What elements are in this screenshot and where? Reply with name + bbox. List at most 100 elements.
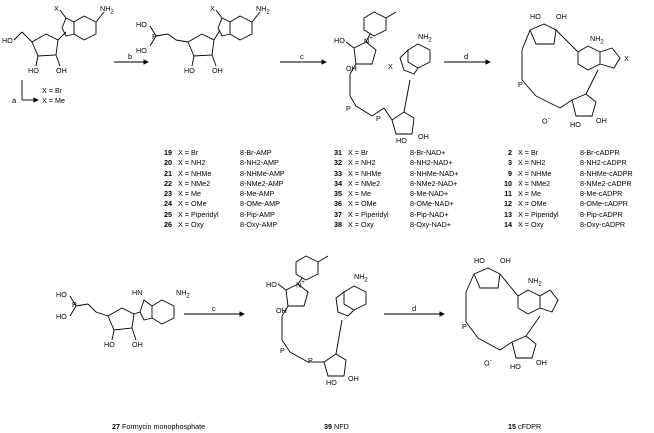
atom-x-nad: X [388,62,393,71]
compound-number: 21 [164,168,172,178]
compound-name: 8-OMe-AMP [240,199,280,209]
compound-name: 8-Br-AMP [240,148,272,157]
compound-name: 8-Me-NAD+ [410,189,449,199]
compound-number: 25 [164,209,172,219]
substituent: X = NMe2 [518,178,551,188]
structure-nad [345,11,431,135]
atom-nh2-cadpr: NH2 [590,34,604,46]
compound-name: 8-NMe2-NAD+ [410,178,458,188]
atom-nplus-nfd: N+ [296,280,305,290]
substituent: X = Br [348,148,369,157]
atom-oh-cadpr: OH [556,12,567,21]
atom-ho-adenosine: HO [2,36,13,45]
compound-number: 36 [334,199,342,209]
substituent: X = Me [178,189,201,199]
structure-formycin-mp [69,295,175,341]
compound-number: 34 [334,178,342,188]
substituent: X = NH2 [348,158,376,168]
step-label-a: a [12,96,17,105]
atom-oh-formycin: OH [132,340,143,349]
legend-a-br: X = Br [42,86,63,95]
atom-nh2-formycin: NH2 [176,288,190,300]
atom-p-amp: P [152,32,157,41]
compound-number: 9 [508,168,512,178]
compound-number: 10 [504,178,512,188]
compound-name: 8-Oxy-cADPR [580,220,626,230]
structure-adenosine [13,9,105,67]
compound-number: 14 [504,220,512,230]
atom-ho-nad-a: HO [334,36,345,45]
substituent: X = NMe2 [348,178,381,188]
atom-ho-amp-a: HO [136,20,147,29]
atom-nh2-cfdpr: NH2 [528,276,542,288]
step-label-c: c [300,52,304,61]
atom-oh-nfd: OH [276,306,287,315]
compound-name: 8-Br-cADPR [580,148,620,157]
substituent: X = OMe [178,199,207,209]
compound-name: 8-Pip-NAD+ [410,209,449,219]
step-label-d: d [464,52,469,61]
compound-number: 33 [334,168,342,178]
compound-name: 8-Br-NAD+ [410,148,446,157]
atom-x-cadpr: X [624,54,629,63]
table-row: 3 X = NH2 8-NH2-cADPR [500,158,633,168]
compound-name: 8-Pip-AMP [240,209,275,219]
atom-ho-formycin-c: HO [104,340,115,349]
substituent: X = NHMe [518,168,552,178]
substituent: X = Me [518,189,541,199]
atom-ho-cadpr: HO [530,12,541,21]
atom-p-cfdpr: P [462,322,467,331]
atom-oh-cfdpr-b: OH [536,358,547,367]
substituent: X = NHMe [348,168,382,178]
legend-a-me: X = Me [42,96,65,105]
compound-number: 35 [334,189,342,199]
compound-number: 2 [508,148,512,157]
compound-number: 26 [164,220,172,230]
atom-nh2-adenosine: NH2 [100,4,114,16]
substituent: X = NH2 [518,158,546,168]
atom-ho-cadpr-b: HO [570,120,581,129]
substituent: X = OMe [348,199,377,209]
atom-ominus-cadpr: O- [542,116,550,126]
atom-oh-cfdpr: OH [500,256,511,265]
compound-name: 8-NH2-cADPR [580,158,627,168]
compound-name: 8-NH2-AMP [240,158,279,168]
atom-ho-cfdpr-b: HO [510,362,521,371]
substituent: X = NHMe [178,168,212,178]
compound-name: 8-NHMe-cADPR [580,168,633,178]
compound-name: 8-Oxy-NAD+ [410,220,451,230]
compound-name: 8-NHMe-AMP [240,168,285,178]
substituent: X = Oxy [178,220,204,230]
atom-p-formycin: P [72,300,77,309]
compound-number: 38 [334,220,342,230]
compound-name: 8-Me-cADPR [580,189,623,199]
substituent: X = NMe2 [178,178,211,188]
caption-39: 39 NFD [324,422,349,431]
substituent: X = Me [348,189,371,199]
caption-27: 27 Formycin monophosphate [112,422,206,431]
atom-ho-amp-b: HO [136,46,147,55]
compound-name: 8-OMe-NAD+ [410,199,454,209]
atom-ho-nad-b: HO [396,136,407,145]
atom-nh2-nad: NH2 [418,32,432,44]
atom-p-cadpr-a: P [518,80,523,89]
compound-number: 3 [508,158,512,168]
atom-ho-nfd: HO [266,280,277,289]
table-row: 35 X = Me 8-Me-NAD+ [330,189,459,199]
compound-name: 8-Pip-cADPR [580,209,623,219]
